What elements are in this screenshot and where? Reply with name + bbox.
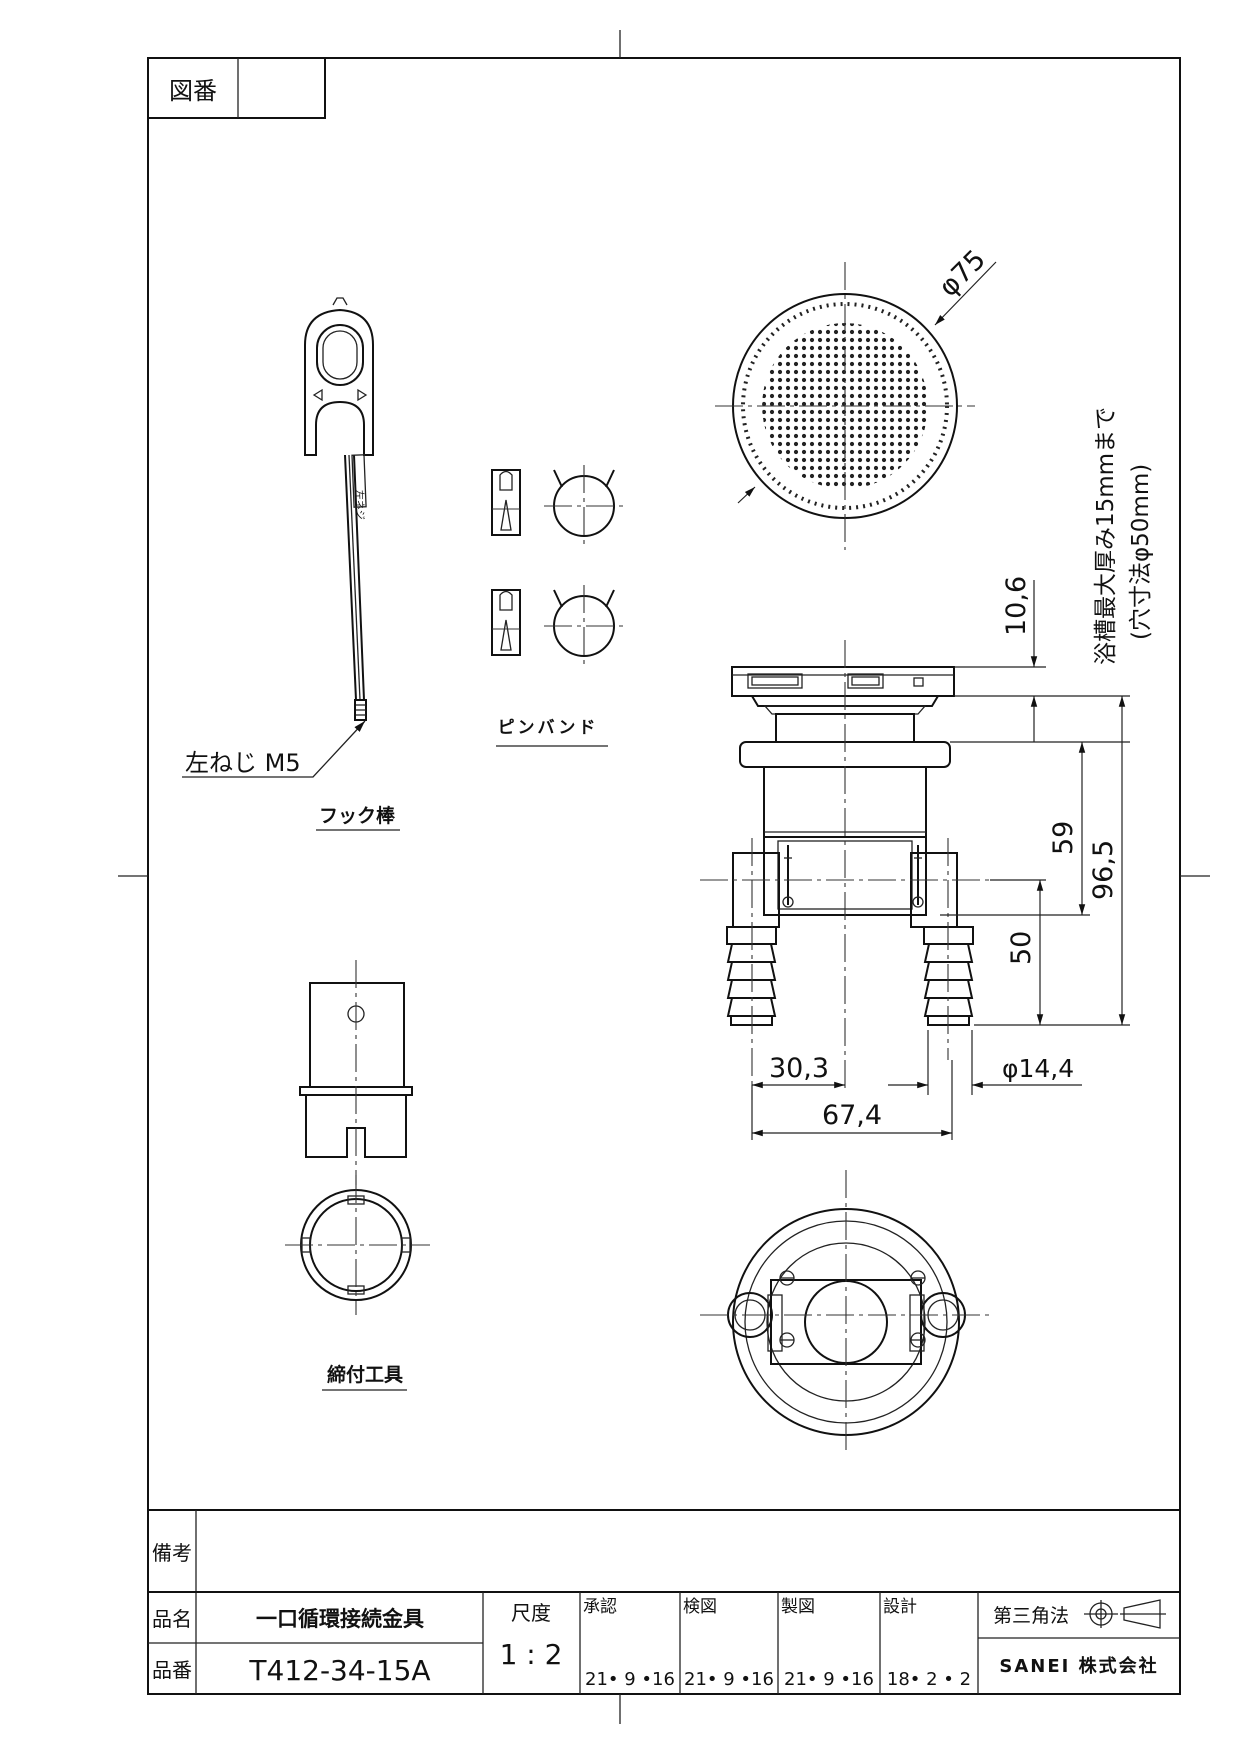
designed-label: 設計 bbox=[883, 1597, 917, 1617]
company-name: SANEI 株式会社 bbox=[999, 1655, 1158, 1677]
fitting-front-view bbox=[700, 640, 990, 1100]
pin-band-drawing: ピンバンド bbox=[491, 465, 626, 747]
drawing-number-label: 図番 bbox=[169, 77, 217, 105]
hose-diameter-dim: φ14,4 bbox=[1002, 1054, 1074, 1083]
drawing-frame bbox=[118, 30, 1210, 1724]
hook-rod-marking: 左ネジ bbox=[353, 490, 367, 520]
scale-label: 尺度 bbox=[511, 1601, 551, 1625]
designed-date: 18• 2 • 2 bbox=[887, 1669, 971, 1690]
flange-height-dim: 10,6 bbox=[1001, 576, 1032, 636]
part-number: T412-34-15A bbox=[248, 1654, 430, 1687]
checked-date: 21• 9 •16 bbox=[684, 1669, 774, 1690]
checked-label: 検図 bbox=[683, 1597, 717, 1617]
tightening-tool-drawing: 締付工具 bbox=[285, 960, 430, 1391]
hook-rod-label: フック棒 bbox=[319, 804, 396, 827]
tub-thickness-note: 浴槽最大厚み15mmまで bbox=[1093, 407, 1119, 665]
approved-label: 承認 bbox=[583, 1597, 617, 1617]
title-block: 備考 品名 一口循環接続金具 品番 T412-34-15A 尺度 1 : 2 承… bbox=[148, 1509, 1180, 1694]
strainer-top-view: φ75 bbox=[715, 244, 997, 550]
tightening-tool-label: 締付工具 bbox=[327, 1363, 403, 1386]
outlet-height-dim: 50 bbox=[1006, 931, 1037, 965]
drawn-date: 21• 9 •16 bbox=[784, 1669, 874, 1690]
hook-rod-drawing: 左ネジ 左ねじ M5 フック棒 bbox=[182, 297, 400, 831]
overall-width-dim: 67,4 bbox=[822, 1100, 882, 1131]
projection-method: 第三角法 bbox=[993, 1605, 1069, 1627]
product-name-label: 品名 bbox=[152, 1607, 192, 1631]
drawn-label: 製図 bbox=[781, 1597, 815, 1617]
hook-rod-thread-label: 左ねじ M5 bbox=[185, 749, 301, 777]
approved-date: 21• 9 •16 bbox=[585, 1669, 675, 1690]
part-number-label: 品番 bbox=[152, 1658, 192, 1682]
pin-band-label: ピンバンド bbox=[498, 718, 599, 738]
product-name: 一口循環接続金具 bbox=[256, 1607, 424, 1631]
body-height-dim: 59 bbox=[1048, 821, 1079, 855]
total-height-dim: 96,5 bbox=[1088, 840, 1119, 900]
remarks-label: 備考 bbox=[152, 1541, 192, 1565]
half-width-dim: 30,3 bbox=[769, 1053, 829, 1084]
scale-value: 1 : 2 bbox=[500, 1638, 563, 1671]
diameter-top-dim: φ75 bbox=[933, 244, 992, 303]
hole-size-note: (穴寸法φ50mm) bbox=[1128, 464, 1154, 640]
dimension-lines: 10,6 59 96,5 50 30,3 φ14,4 67,4 浴槽最大厚み15… bbox=[751, 407, 1154, 1140]
fitting-bottom-view bbox=[700, 1170, 990, 1455]
drawing-number-box: 図番 bbox=[148, 58, 326, 119]
projection-symbol-icon bbox=[1084, 1599, 1166, 1629]
